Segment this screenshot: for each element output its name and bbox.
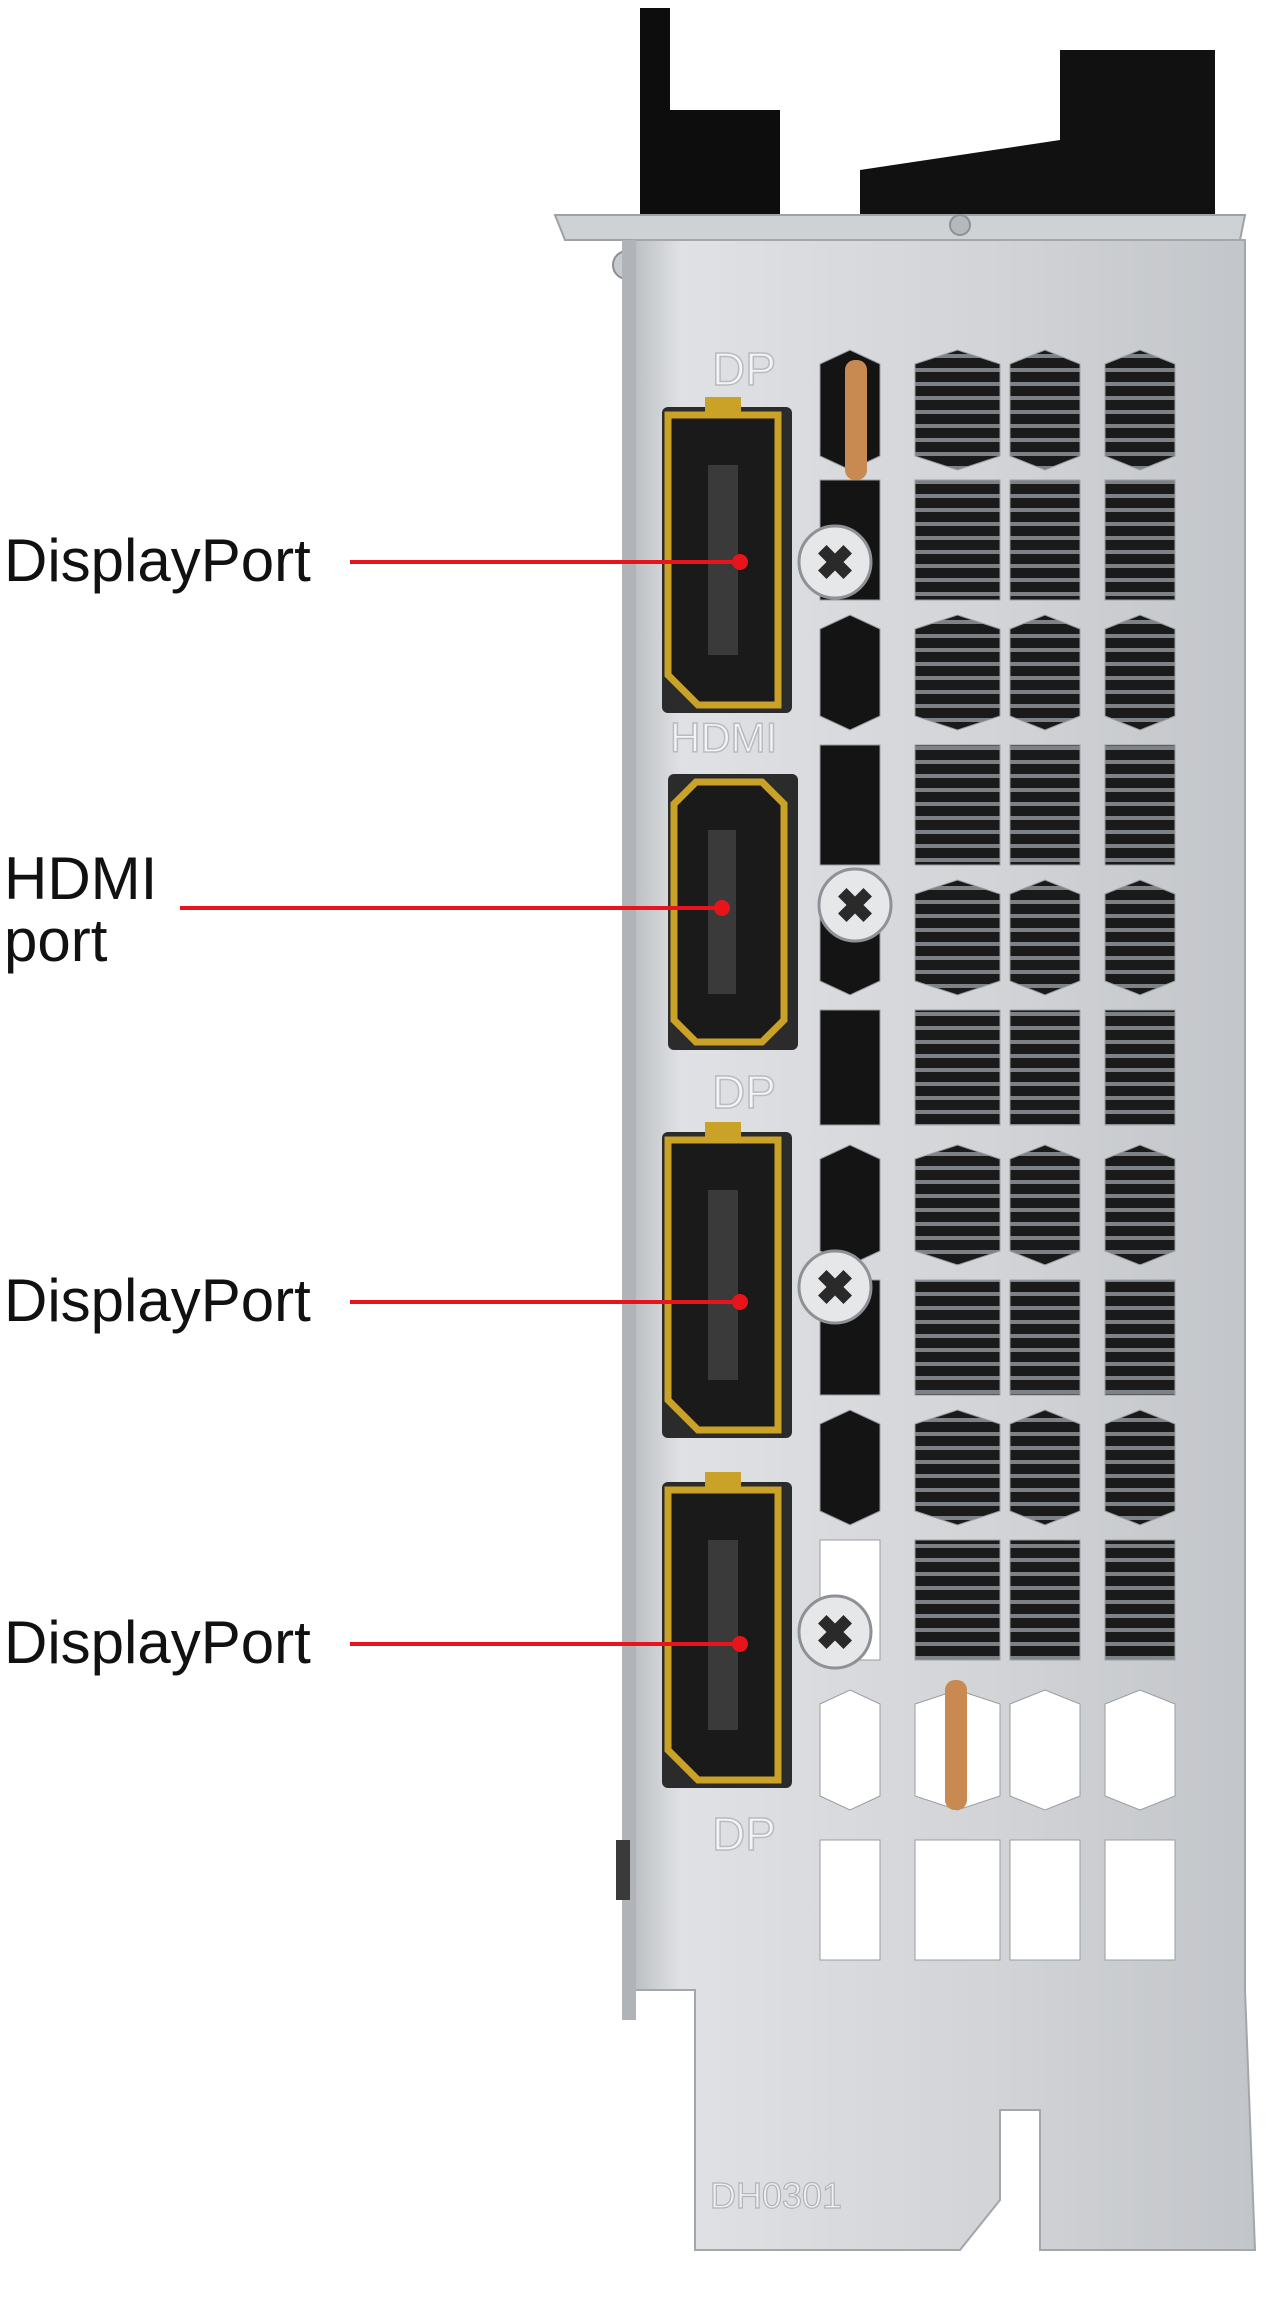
vent-opening: [1009, 349, 1081, 471]
connector-tongue: [708, 1190, 738, 1380]
vent-opening: [1104, 614, 1176, 731]
vent-opening: [1009, 479, 1081, 601]
connector-latch: [705, 1472, 741, 1490]
vent-opening: [1104, 1144, 1176, 1266]
vent-opening: [1104, 744, 1176, 866]
vent-opening: [914, 1839, 1001, 1961]
vent-opening: [1104, 1839, 1176, 1961]
vent-opening: [1009, 744, 1081, 866]
vent-opening: [914, 1144, 1001, 1266]
vent-opening: [1104, 1539, 1176, 1661]
vent-opening: [819, 1009, 881, 1126]
hdmi-connector-icon: [668, 774, 798, 1050]
vent-opening: [914, 1539, 1001, 1661]
vent-opening: [914, 479, 1001, 601]
displayport-connector-icon: [662, 1122, 792, 1438]
vent-opening: [914, 349, 1001, 471]
vent-opening: [819, 1409, 881, 1526]
phillips-screw-icon: [797, 1249, 873, 1325]
phillips-screw-icon: [817, 867, 893, 943]
vent-opening: [1104, 879, 1176, 996]
marking-dp-bottom: DP: [712, 1808, 776, 1860]
vent-opening: [1009, 1689, 1081, 1811]
heatpipe: [845, 360, 867, 480]
vent-opening: [1104, 1689, 1176, 1811]
vent-opening: [914, 744, 1001, 866]
vent-opening: [1009, 1009, 1081, 1126]
callout-label-displayport-3: DisplayPort: [4, 1609, 311, 1676]
vent-opening: [1104, 1409, 1176, 1526]
vent-opening: [1104, 1009, 1176, 1126]
vent-opening: [1009, 879, 1081, 996]
vent-opening: [819, 744, 881, 866]
marking-dp-top: DP: [712, 343, 776, 395]
leader-lines: [180, 554, 748, 1652]
displayport-connector-icon: [662, 1472, 792, 1788]
vent-opening: [914, 1009, 1001, 1126]
callout-label-hdmi: HDMI port: [4, 845, 158, 974]
connector-latch: [705, 1122, 741, 1140]
vent-opening: [819, 1839, 881, 1961]
vent-opening: [1009, 614, 1081, 731]
vent-opening: [1009, 1409, 1081, 1526]
vent-opening: [914, 1279, 1001, 1396]
vent-opening: [1009, 1539, 1081, 1661]
vent-opening: [1009, 1839, 1081, 1961]
vent-opening: [1104, 1279, 1176, 1396]
cooler-shroud: [640, 8, 1215, 230]
connector-latch: [705, 397, 741, 415]
vent-opening: [1104, 349, 1176, 471]
vent-opening: [914, 614, 1001, 731]
vent-grid: [819, 349, 1176, 1961]
phillips-screw-icon: [797, 1594, 873, 1670]
marking-tab-code: DH0301: [710, 2175, 842, 2216]
phillips-screw-icon: [797, 524, 873, 600]
vent-opening: [1009, 1144, 1081, 1266]
callout-label-displayport-2: DisplayPort: [4, 1267, 311, 1334]
vent-opening: [1104, 479, 1176, 601]
marking-hdmi: HDMI: [670, 714, 777, 761]
leader-dot: [714, 900, 730, 916]
leader-dot: [732, 1294, 748, 1310]
marking-dp-mid: DP: [712, 1066, 776, 1118]
displayport-connector-icon: [662, 397, 792, 713]
callout-label-displayport-1: DisplayPort: [4, 527, 311, 594]
vent-opening: [914, 1409, 1001, 1526]
vent-opening: [819, 1689, 881, 1811]
connector-tongue: [708, 1540, 738, 1730]
vent-opening: [819, 1144, 881, 1266]
heatpipe: [945, 1680, 967, 1810]
vent-opening: [914, 879, 1001, 996]
vent-opening: [1009, 1279, 1081, 1396]
leader-dot: [732, 1636, 748, 1652]
leader-dot: [732, 554, 748, 570]
vent-opening: [819, 614, 881, 731]
